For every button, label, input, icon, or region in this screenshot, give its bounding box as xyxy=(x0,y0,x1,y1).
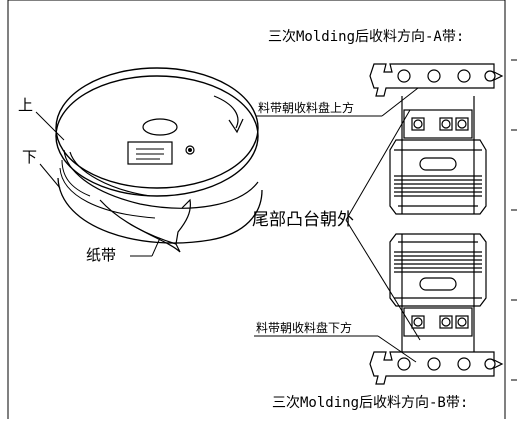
label-paper-tape: 纸带 xyxy=(86,246,117,264)
label-up: 上 xyxy=(18,96,34,114)
callout-lower-side xyxy=(254,335,417,363)
label-tail-boss: 尾部凸台朝外 xyxy=(252,210,354,230)
connector-part-lower xyxy=(389,233,487,352)
label-lower-side: 料带朝收料盘下方 xyxy=(256,321,353,335)
callout-tail-boss xyxy=(345,109,421,341)
title-a: 三次Molding后收料方向-A带: xyxy=(268,29,465,45)
leader-paper-tape xyxy=(130,237,161,257)
carrier-strip-b xyxy=(369,351,504,385)
leader-up xyxy=(35,111,65,141)
reel xyxy=(55,67,263,253)
frame-lines xyxy=(7,0,517,419)
callout-upper-side xyxy=(256,87,419,117)
leader-down xyxy=(39,163,61,189)
label-upper-side: 料带朝收料盘上方 xyxy=(258,101,355,115)
title-b: 三次Molding后收料方向-B带: xyxy=(272,395,469,411)
carrier-strip-a xyxy=(369,63,504,97)
label-down: 下 xyxy=(22,148,38,166)
connector-part-upper xyxy=(389,96,487,215)
